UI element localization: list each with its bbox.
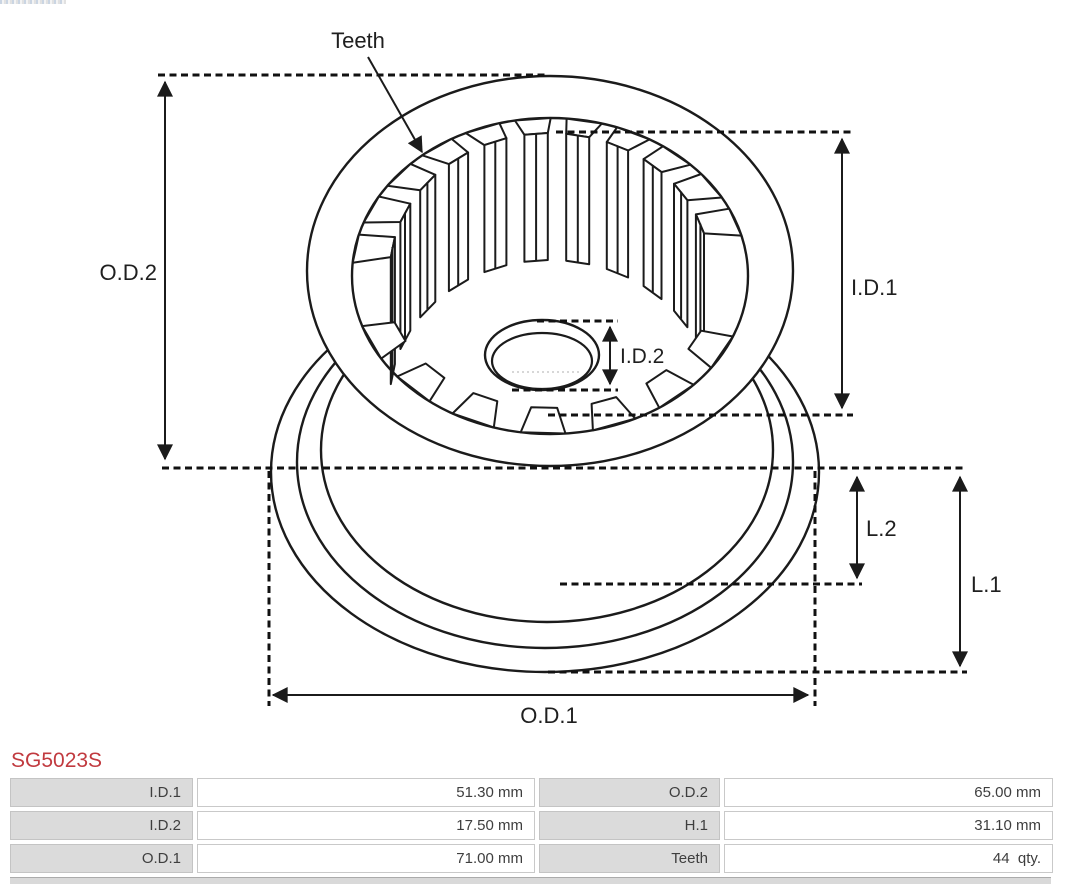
teeth-callout-label: Teeth bbox=[331, 28, 385, 53]
center-bore-outer-edge bbox=[483, 318, 601, 392]
dimension-label-od1: O.D.1 bbox=[520, 703, 577, 728]
spec-value-cell: 51.30 mm bbox=[197, 778, 535, 807]
spline-tooth-tip bbox=[645, 369, 695, 409]
spec-label-cell: I.D.2 bbox=[10, 811, 193, 840]
spec-value-cell: 31.10 mm bbox=[724, 811, 1053, 840]
spec-value-cell: 71.00 mm bbox=[197, 844, 535, 873]
spec-label-cell: H.1 bbox=[539, 811, 720, 840]
spline-tooth-tip bbox=[361, 321, 407, 360]
spec-value-cell: 65.00 mm bbox=[724, 778, 1053, 807]
dimension-label-id1: I.D.1 bbox=[851, 275, 897, 300]
teeth-leader-line bbox=[367, 56, 423, 154]
spline-tooth-tip bbox=[451, 392, 499, 429]
gear-technical-drawing: Teeth O.D.2 I.D.1 I.D.2 L.2 L.1 O.D.1 bbox=[100, 28, 1002, 728]
spec-label-cell: O.D.1 bbox=[10, 844, 193, 873]
next-table-row-cutoff bbox=[10, 877, 1051, 884]
part-number: SG5023S bbox=[11, 749, 103, 772]
dimension-label-l1: L.1 bbox=[971, 572, 1002, 597]
spline-tooth-tip bbox=[590, 396, 637, 432]
spec-table: I.D.1 51.30 mm O.D.2 65.00 mm I.D.2 17.5… bbox=[10, 778, 1053, 873]
spec-label-cell: I.D.1 bbox=[10, 778, 193, 807]
spec-label-cell: Teeth bbox=[539, 844, 720, 873]
spline-tooth-tip bbox=[396, 362, 446, 403]
spline-tooth-tip bbox=[687, 329, 734, 369]
spec-value-cell: 44 qty. bbox=[724, 844, 1053, 873]
spec-label-cell: O.D.2 bbox=[539, 778, 720, 807]
dimension-label-l2: L.2 bbox=[866, 516, 897, 541]
spec-value-cell: 17.50 mm bbox=[197, 811, 535, 840]
dimension-label-od2: O.D.2 bbox=[100, 260, 157, 285]
watermark-logo bbox=[0, 0, 66, 4]
dimension-label-id2: I.D.2 bbox=[620, 345, 664, 368]
spline-teeth-group bbox=[351, 117, 743, 435]
